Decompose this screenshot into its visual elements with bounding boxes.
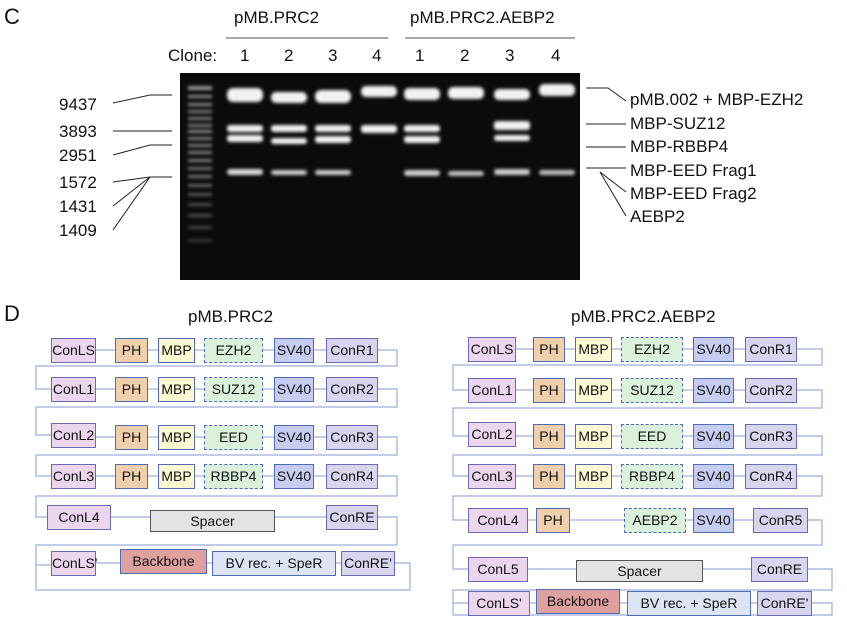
construct-box-eed: EED [204, 425, 263, 450]
construct-box-conr2: ConR2 [326, 377, 378, 402]
construct-box-ph: PH [533, 378, 565, 403]
construct-box-conls-prime: ConLS' [51, 551, 97, 576]
construct-box-ezh2: EZH2 [621, 337, 683, 362]
construct-box-conls: ConLS [51, 338, 96, 363]
construct-box-suz12: SUZ12 [621, 378, 683, 403]
lane-number: 3 [328, 46, 338, 65]
construct-box-sv40: SV40 [693, 337, 734, 362]
construct-box-conl1: ConL1 [51, 377, 96, 402]
construct-box-mbp: MBP [575, 464, 612, 489]
construct-box-conl5: ConL5 [468, 557, 528, 582]
band-annotation: pMB.002 + MBP-EZH2 [630, 90, 804, 109]
lane-number: 1 [415, 46, 425, 65]
construct-box-conl4: ConL4 [468, 508, 528, 533]
construct-box-ph: PH [536, 508, 570, 533]
construct-box-backbone: Backbone [536, 589, 620, 614]
construct-box-rbbp4: RBBP4 [621, 464, 683, 489]
ladder-size-label: 1409 [59, 221, 97, 240]
construct-box-mbp: MBP [575, 378, 612, 403]
group-label-prc2: pMB.PRC2 [234, 8, 320, 27]
band-annotation: MBP-SUZ12 [630, 114, 726, 133]
construct-box-spacer: Spacer [576, 560, 703, 582]
construct-box-suz12: SUZ12 [204, 377, 263, 402]
construct-box-sv40: SV40 [274, 377, 314, 402]
construct-box-sv40: SV40 [274, 338, 314, 363]
construct-box-ph: PH [533, 464, 565, 489]
construct-box-conre-prime: ConRE' [341, 551, 395, 576]
construct-box-conl3: ConL3 [51, 464, 96, 489]
construct-box-rbbp4: RBBP4 [204, 464, 263, 489]
construct-box-conr4: ConR4 [326, 464, 378, 489]
construct-box-mbp: MBP [158, 377, 195, 402]
band-annotation: AEBP2 [630, 207, 685, 226]
construct-box-bv-rec: BV rec. + SpeR [212, 551, 336, 576]
construct-box-eed: EED [621, 424, 683, 449]
lane-number: 2 [284, 46, 294, 65]
construct-box-conre-prime: ConRE' [757, 591, 812, 616]
construct-box-backbone: Backbone [120, 549, 207, 574]
construct-box-sv40: SV40 [693, 508, 734, 533]
left-construct-title: pMB.PRC2 [188, 307, 274, 326]
construct-box-ph: PH [533, 424, 565, 449]
construct-box-conr1: ConR1 [326, 338, 378, 363]
construct-box-mbp: MBP [158, 425, 195, 450]
construct-box-conl4: ConL4 [47, 505, 111, 530]
panel-d-letter: D [4, 301, 20, 326]
construct-box-conl1: ConL1 [468, 378, 516, 403]
construct-box-sv40: SV40 [693, 378, 734, 403]
ladder-size-label: 9437 [59, 95, 97, 114]
lane-number: 1 [240, 46, 250, 65]
right-construct-title: pMB.PRC2.AEBP2 [571, 307, 716, 326]
ladder-size-label: 1572 [59, 173, 97, 192]
group-label-prc2-aebp2: pMB.PRC2.AEBP2 [410, 8, 555, 27]
construct-box-conr4: ConR4 [745, 464, 797, 489]
ladder-size-label: 2951 [59, 146, 97, 165]
construct-box-ezh2: EZH2 [204, 338, 263, 363]
construct-box-sv40: SV40 [693, 464, 734, 489]
construct-box-conls: ConLS [468, 337, 516, 362]
construct-box-mbp: MBP [575, 424, 612, 449]
band-annotation: MBP-EED Frag2 [630, 184, 757, 203]
construct-box-spacer: Spacer [150, 510, 275, 532]
lane-number: 3 [505, 46, 515, 65]
construct-box-mbp: MBP [575, 337, 612, 362]
construct-box-sv40: SV40 [693, 424, 734, 449]
construct-box-bv-rec: BV rec. + SpeR [627, 591, 751, 616]
construct-box-sv40: SV40 [274, 425, 314, 450]
construct-box-conl2: ConL2 [51, 423, 96, 448]
construct-box-conre: ConRE [751, 557, 808, 582]
construct-box-ph: PH [115, 377, 148, 402]
lane-number: 2 [460, 46, 470, 65]
gel-image [180, 73, 580, 280]
construct-box-conl3: ConL3 [468, 464, 516, 489]
band-annotation: MBP-RBBP4 [630, 137, 729, 156]
panel-c-letter: C [4, 4, 20, 29]
construct-box-ph: PH [115, 464, 148, 489]
construct-box-mbp: MBP [158, 464, 195, 489]
band-annotation: MBP-EED Frag1 [630, 161, 757, 180]
construct-box-mbp: MBP [158, 338, 195, 363]
lane-number: 4 [372, 46, 382, 65]
construct-box-conre: ConRE [326, 505, 378, 530]
construct-box-conr3: ConR3 [326, 425, 378, 450]
construct-box-ph: PH [115, 425, 148, 450]
gel-bands [188, 84, 575, 242]
construct-box-conr2: ConR2 [745, 378, 797, 403]
clone-label: Clone: [168, 46, 218, 65]
construct-box-sv40: SV40 [274, 464, 314, 489]
construct-box-conl2: ConL2 [468, 422, 516, 447]
lane-number: 4 [551, 46, 561, 65]
construct-box-ph: PH [533, 337, 565, 362]
construct-box-conr5: ConR5 [753, 508, 808, 533]
ladder-size-label: 1431 [59, 197, 97, 216]
construct-box-conr3: ConR3 [745, 424, 797, 449]
construct-box-conls-prime: ConLS' [468, 591, 530, 616]
construct-box-ph: PH [115, 338, 148, 363]
construct-box-conr1: ConR1 [745, 337, 797, 362]
ladder-size-label: 3893 [59, 122, 97, 141]
construct-box-aebp2: AEBP2 [624, 508, 686, 533]
